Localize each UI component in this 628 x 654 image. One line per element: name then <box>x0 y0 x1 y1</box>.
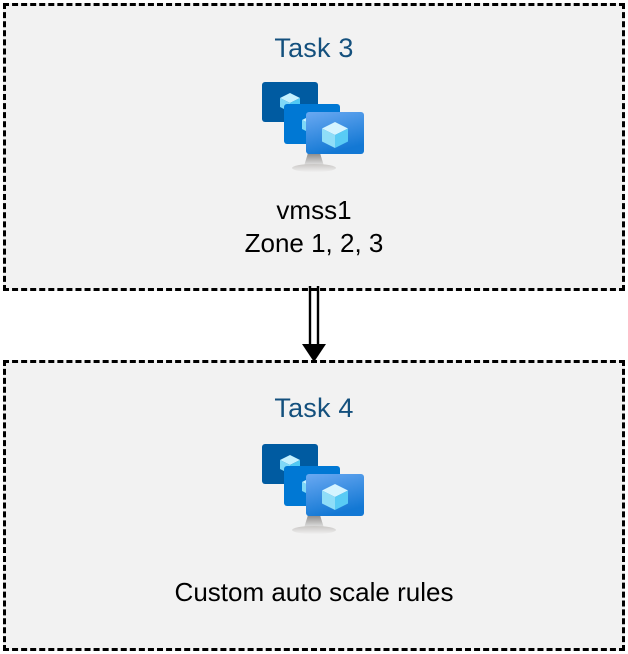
double-line-arrow <box>302 286 326 362</box>
monitor-base <box>292 164 336 172</box>
monitor-base <box>292 526 336 534</box>
cube-front <box>322 484 348 510</box>
task-4-captions: Custom auto scale rules <box>175 576 454 609</box>
vm-scale-set-icon <box>262 444 364 534</box>
task-3-caption-line-1: vmss1 <box>276 195 352 225</box>
arrow-head <box>302 344 326 362</box>
task-3-title: Task 3 <box>274 33 354 63</box>
task-box-task-3: Task 3 <box>3 3 625 291</box>
vm-scale-set-icon <box>262 82 364 172</box>
monitor-stand <box>304 515 324 528</box>
task-4-title: Task 4 <box>274 393 354 423</box>
task-3-captions: vmss1 Zone 1, 2, 3 <box>245 194 384 260</box>
monitor-stand <box>304 153 324 166</box>
task-box-task-4: Task 4 <box>3 360 625 651</box>
task-4-caption-line-1: Custom auto scale rules <box>174 577 454 607</box>
task-3-caption-line-2: Zone 1, 2, 3 <box>244 228 384 258</box>
cube-front <box>322 122 348 148</box>
